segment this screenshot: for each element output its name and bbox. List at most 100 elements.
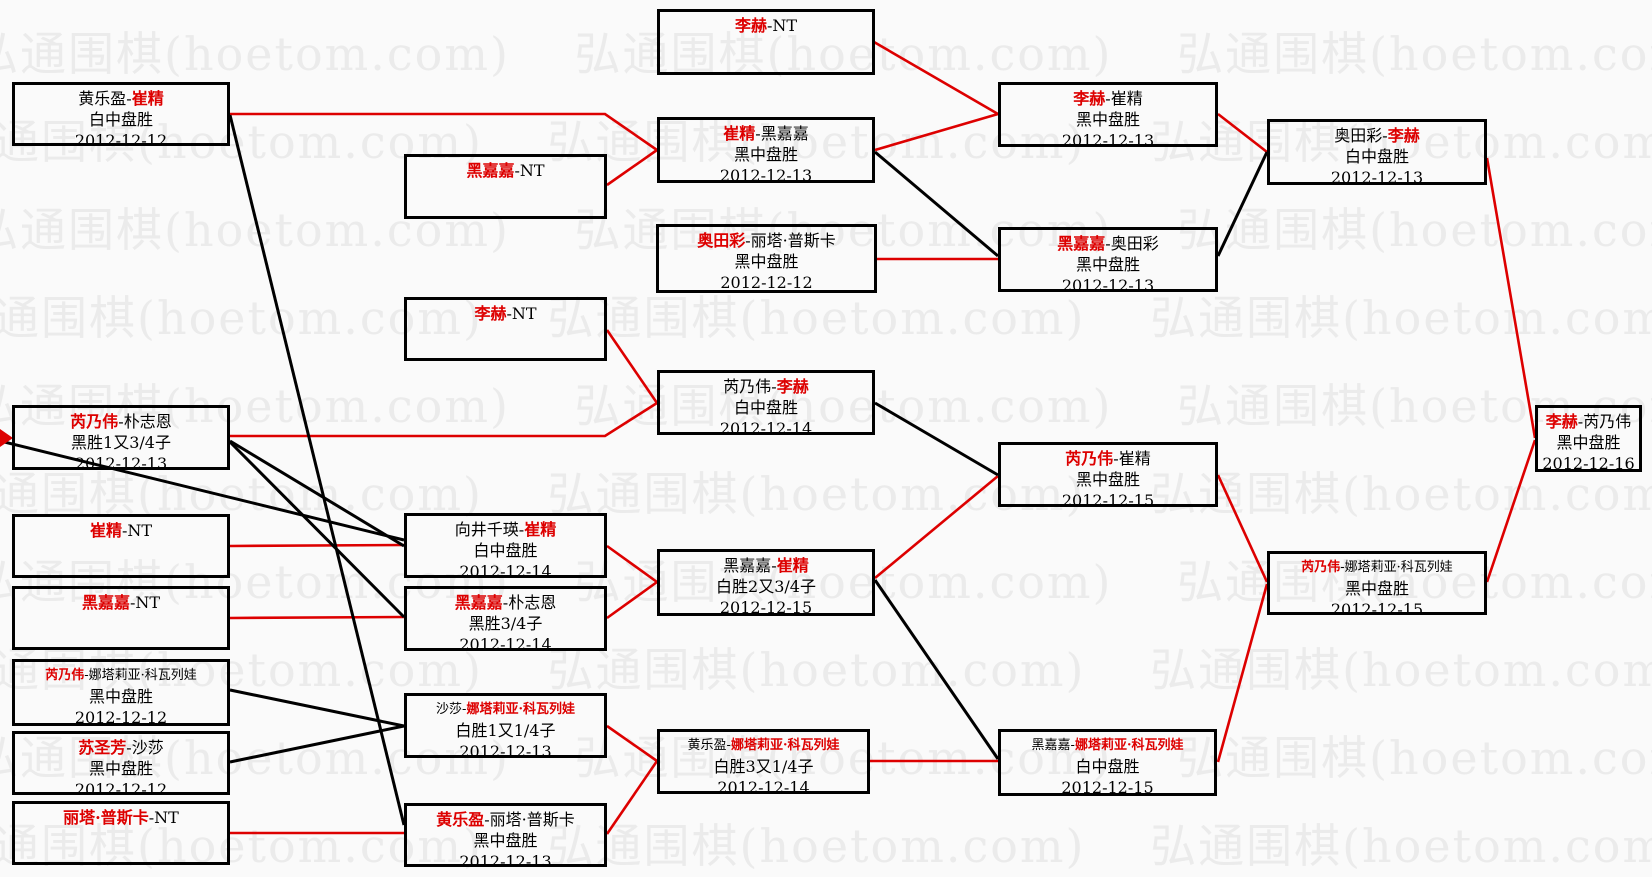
player-name-winner: 崔精 bbox=[776, 556, 809, 575]
player-name-winner: 黄乐盈 bbox=[436, 810, 485, 829]
match-date: 2012-12-13 bbox=[459, 852, 552, 871]
player-name-winner: 黑嘉嘉 bbox=[454, 593, 503, 612]
match-result: 白中盘胜 bbox=[88, 110, 153, 129]
match-date: 2012-12-15 bbox=[1330, 600, 1424, 619]
match-players: 芮乃伟-娜塔莉亚·科瓦列娃 bbox=[1301, 560, 1453, 575]
match-players: 黄乐盈-娜塔莉亚·科瓦列娃 bbox=[687, 738, 840, 753]
player-name: 黄乐盈 bbox=[78, 89, 127, 108]
match-date: 2012-12-14 bbox=[459, 562, 552, 581]
winner-path-line bbox=[229, 615, 405, 620]
player-name: NT bbox=[154, 808, 179, 827]
winner-path-line bbox=[605, 760, 659, 835]
match-date: 2012-12-12 bbox=[74, 708, 168, 727]
match-players: 崔精-NT bbox=[89, 521, 153, 540]
player-name-winner: 黑嘉嘉 bbox=[466, 161, 515, 180]
match-result: 白中盘胜 bbox=[1344, 147, 1409, 166]
match-date: 2012-12-15 bbox=[719, 598, 813, 617]
player-name-winner: 芮乃伟 bbox=[70, 412, 119, 431]
loser-path-line bbox=[228, 440, 406, 619]
match-players: 黑嘉嘉-奥田彩 bbox=[1057, 234, 1159, 253]
match-players: 李赫-NT bbox=[734, 16, 798, 35]
player-name-winner: 黑嘉嘉 bbox=[81, 593, 130, 612]
match-result: 黑胜1又3/4子 bbox=[71, 433, 171, 452]
match-players: 黑嘉嘉-NT bbox=[466, 161, 545, 180]
match-players: 苏圣芳-沙莎 bbox=[78, 738, 164, 757]
player-name: 黑嘉嘉 bbox=[1031, 738, 1071, 753]
match-date: 2012-12-12 bbox=[74, 131, 168, 150]
player-name: NT bbox=[135, 593, 161, 612]
player-name: 朴志恩 bbox=[508, 593, 557, 612]
loser-path-line bbox=[1216, 151, 1269, 257]
match-players: 黑嘉嘉-崔精 bbox=[723, 556, 809, 575]
winner-path-line bbox=[1485, 157, 1537, 439]
loser-path-line bbox=[873, 579, 1000, 760]
match-date: 2012-12-13 bbox=[719, 166, 813, 185]
player-name: 芮乃伟 bbox=[723, 377, 772, 396]
match-result: 白胜1又1/4子 bbox=[455, 721, 556, 740]
player-name: 芮乃伟 bbox=[1583, 412, 1632, 431]
match-result: 黑胜3/4子 bbox=[468, 614, 543, 633]
match-players: 黑嘉嘉-NT bbox=[81, 593, 161, 612]
player-name-winner: 黑嘉嘉 bbox=[1057, 234, 1106, 253]
match-box: 李赫-NT bbox=[657, 9, 875, 75]
player-name: 娜塔莉亚·科瓦列娃 bbox=[1344, 560, 1453, 575]
player-name-winner: 丽塔·普斯卡 bbox=[63, 808, 149, 827]
match-players: 芮乃伟-朴志恩 bbox=[70, 412, 172, 431]
player-name-winner: 李赫 bbox=[734, 16, 767, 35]
loser-path-line bbox=[0, 439, 405, 542]
player-name: 奥田彩 bbox=[1110, 234, 1159, 253]
match-players: 李赫-崔精 bbox=[1073, 89, 1143, 108]
match-players: 向井千瑛-崔精 bbox=[454, 520, 557, 539]
match-date: 2012-12-12 bbox=[720, 273, 813, 292]
player-name-winner: 崔精 bbox=[723, 124, 756, 143]
winner-path-line bbox=[874, 112, 999, 152]
match-box: 黑嘉嘉-NT bbox=[404, 154, 607, 219]
winner-path-line bbox=[1216, 474, 1269, 583]
match-box: 黑嘉嘉-NT bbox=[12, 586, 230, 650]
player-name-winner: 娜塔莉亚·科瓦列娃 bbox=[1074, 738, 1184, 753]
loser-path-line bbox=[874, 401, 999, 477]
match-players: 奥田彩-丽塔·普斯卡 bbox=[697, 231, 836, 250]
winner-path-line bbox=[1217, 112, 1268, 154]
winner-path-line bbox=[606, 544, 658, 584]
player-name-winner: 李赫 bbox=[1073, 89, 1106, 108]
match-result: 白中盘胜 bbox=[473, 541, 538, 560]
winner-path-line bbox=[874, 474, 999, 580]
player-name: 娜塔莉亚·科瓦列娃 bbox=[88, 668, 197, 683]
match-result: 黑中盘胜 bbox=[1075, 110, 1140, 129]
player-name-winner: 娜塔莉亚·科瓦列娃 bbox=[466, 702, 575, 717]
match-date: 2012-12-16 bbox=[1542, 454, 1635, 473]
match-players: 黄乐盈-丽塔·普斯卡 bbox=[436, 810, 575, 829]
match-result: 白胜2又3/4子 bbox=[716, 577, 816, 596]
match-players: 奥田彩-李赫 bbox=[1334, 126, 1420, 145]
match-result: 白胜3又1/4子 bbox=[713, 757, 814, 776]
match-result: 黑中盘胜 bbox=[1344, 579, 1409, 598]
player-name: 黑嘉嘉 bbox=[723, 556, 772, 575]
player-name-winner: 李赫 bbox=[1545, 412, 1578, 431]
match-box: 丽塔·普斯卡-NT bbox=[12, 801, 230, 865]
loser-path-line bbox=[874, 150, 999, 258]
match-date: 2012-12-13 bbox=[74, 454, 168, 473]
player-name: 沙莎 bbox=[436, 702, 463, 717]
match-players: 芮乃伟-李赫 bbox=[723, 377, 809, 396]
player-name: 黑嘉嘉 bbox=[760, 124, 809, 143]
player-name: NT bbox=[772, 16, 798, 35]
player-name-winner: 奥田彩 bbox=[697, 231, 746, 250]
winner-path-line bbox=[605, 329, 659, 404]
winner-path-line bbox=[230, 112, 658, 152]
winner-path-line bbox=[1216, 583, 1269, 763]
winner-path-line bbox=[229, 543, 405, 548]
match-box: 向井千瑛-崔精白中盘胜 2012-12-14 bbox=[404, 513, 607, 581]
